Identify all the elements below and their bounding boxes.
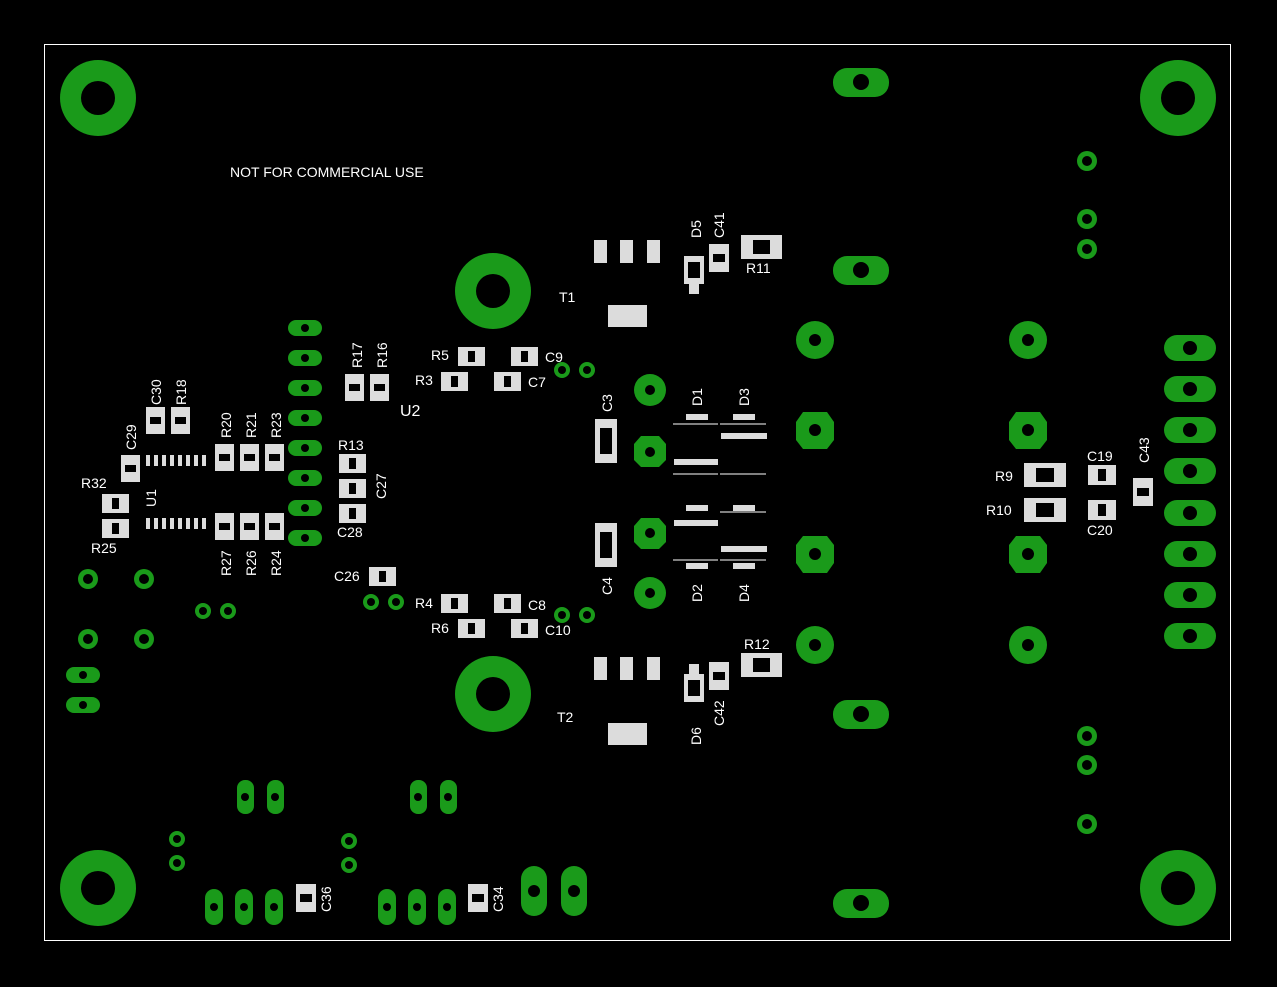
- mounting-holes: [60, 60, 1216, 926]
- label-d6: D6: [688, 727, 704, 745]
- power-pads: [833, 68, 889, 918]
- label-r18: R18: [173, 379, 189, 405]
- label-r23: R23: [268, 412, 284, 438]
- label-r6: R6: [431, 620, 449, 636]
- designator-labels: T1 T2 U2 U1 D1 D3 D2 D4 D5 D6 C41 C42 C3…: [81, 212, 1152, 912]
- label-c36: C36: [318, 886, 334, 912]
- label-c26: C26: [334, 568, 360, 584]
- label-r21: R21: [243, 412, 259, 438]
- commercial-notice: NOT FOR COMMERCIAL USE: [230, 164, 424, 180]
- label-d1: D1: [689, 388, 705, 406]
- label-r24: R24: [268, 550, 284, 576]
- label-c29: C29: [123, 424, 139, 450]
- label-c10: C10: [545, 622, 571, 638]
- label-t1: T1: [559, 289, 576, 305]
- label-c19: C19: [1087, 448, 1113, 464]
- label-c34: C34: [490, 886, 506, 912]
- connector-pads-right: [1164, 335, 1216, 649]
- label-c3: C3: [599, 394, 615, 412]
- label-c42: C42: [711, 700, 727, 726]
- label-r11: R11: [746, 260, 771, 276]
- label-c30: C30: [148, 379, 164, 405]
- label-r12: R12: [744, 636, 770, 652]
- label-d2: D2: [689, 584, 705, 602]
- transistor-pads: [594, 240, 660, 745]
- label-r3: R3: [415, 372, 433, 388]
- label-t2: T2: [557, 709, 574, 725]
- label-c4: C4: [599, 577, 615, 595]
- label-r17: R17: [349, 342, 365, 368]
- label-c41: C41: [711, 212, 727, 238]
- label-r26: R26: [243, 550, 259, 576]
- label-c43: C43: [1136, 437, 1152, 463]
- label-c7: C7: [528, 374, 546, 390]
- label-d3: D3: [736, 388, 752, 406]
- smd-components: [102, 235, 1153, 912]
- board-outline: [44, 44, 1231, 941]
- label-u2: U2: [400, 403, 421, 420]
- vias: [78, 151, 1097, 873]
- label-r27: R27: [218, 550, 234, 576]
- label-r25: R25: [91, 540, 117, 556]
- bottom-pads: [205, 780, 587, 925]
- label-r32: R32: [81, 475, 107, 491]
- label-c9: C9: [545, 349, 563, 365]
- label-r16: R16: [374, 342, 390, 368]
- label-r10: R10: [986, 502, 1012, 518]
- label-r13: R13: [338, 437, 364, 453]
- diode-pads: [673, 414, 767, 569]
- label-r5: R5: [431, 347, 449, 363]
- label-c20: C20: [1087, 522, 1113, 538]
- label-d4: D4: [736, 584, 752, 602]
- label-c28: C28: [337, 524, 363, 540]
- label-r9: R9: [995, 468, 1013, 484]
- label-r20: R20: [218, 412, 234, 438]
- u1-pins: [146, 455, 206, 529]
- label-c8: C8: [528, 597, 546, 613]
- through-hole-pads: [634, 321, 1047, 664]
- label-u1: U1: [143, 489, 159, 507]
- label-r4: R4: [415, 595, 433, 611]
- header-pads-left: [66, 320, 322, 713]
- label-c27: C27: [373, 473, 389, 499]
- label-d5: D5: [688, 220, 704, 238]
